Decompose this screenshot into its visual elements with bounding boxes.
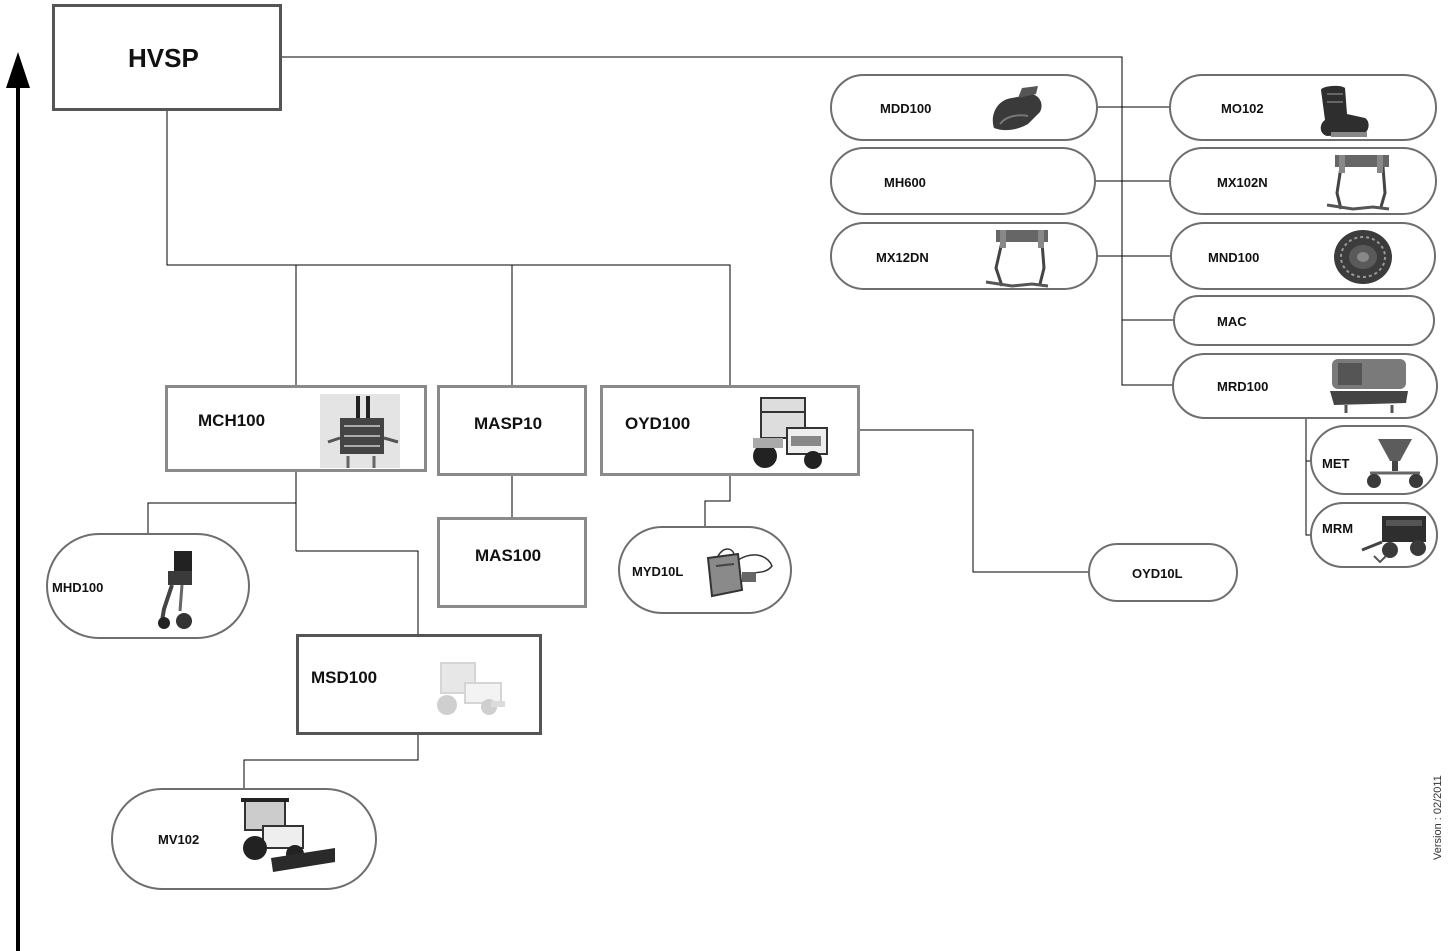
hvsp-box: HVSP [52, 4, 282, 111]
mnd100-label: MND100 [1208, 250, 1260, 265]
node-mdd100: MDD100 [830, 74, 1098, 141]
node-mrm: MRM [1310, 502, 1438, 568]
mrd100-label: MRD100 [1217, 379, 1269, 394]
snow-blade-vehicle-icon [241, 798, 335, 872]
msd100-label: MSD100 [311, 668, 378, 687]
mac-label: MAC [1217, 314, 1247, 329]
node-myd10l: MYD10L [618, 526, 792, 614]
masp10-label: MASP10 [474, 414, 543, 433]
cab-vehicle-icon [753, 397, 828, 469]
rear-mount-icon [1330, 359, 1408, 413]
mv102-label: MV102 [158, 832, 200, 847]
vehicle-faded-icon [437, 662, 505, 715]
node-msd100: MSD100 [296, 634, 542, 735]
spreader-icon [1367, 439, 1423, 488]
mch100-label: MCH100 [198, 411, 266, 430]
mo102-label: MO102 [1221, 101, 1264, 116]
node-mrd100: MRD100 [1172, 353, 1438, 419]
mas100-label: MAS100 [475, 546, 542, 565]
hvsp-label: HVSP [128, 43, 199, 73]
node-met: MET [1310, 425, 1438, 495]
node-oyd100: OYD100 [600, 385, 860, 476]
mx12dn-label: MX12DN [876, 250, 929, 265]
node-masp10: MASP10 [437, 385, 587, 476]
mdd100-label: MDD100 [880, 101, 932, 116]
node-mac: MAC [1173, 295, 1435, 346]
node-mnd100: MND100 [1170, 222, 1436, 290]
mx102n-label: MX102N [1217, 175, 1268, 190]
node-mx12dn: MX12DN [830, 222, 1098, 290]
node-oyd10l: OYD10L [1088, 543, 1238, 602]
myd10l-label: MYD10L [632, 564, 684, 579]
oyd10l-label: OYD10L [1132, 566, 1183, 581]
node-mas100: MAS100 [437, 517, 587, 608]
node-mhd100: MHD100 [46, 533, 250, 639]
node-mx102n: MX102N [1169, 147, 1437, 215]
version-label: Version : 02/2011 [1432, 775, 1444, 860]
pump-unit-icon [706, 548, 773, 598]
node-mv102: MV102 [111, 788, 377, 890]
met-label: MET [1322, 456, 1350, 471]
vertical-arrow [6, 52, 30, 951]
node-mo102: MO102 [1169, 74, 1437, 141]
seat-icon [1320, 85, 1369, 137]
lift-frame-icon [1326, 155, 1390, 211]
lift-frame-icon [985, 230, 1049, 288]
node-mh600: MH600 [830, 147, 1096, 215]
mh600-label: MH600 [884, 175, 926, 190]
snow-chain-icon [1334, 230, 1392, 284]
oyd100-label: OYD100 [625, 414, 691, 433]
trailer-spreader-icon [1361, 516, 1426, 564]
mhd100-label: MHD100 [52, 580, 104, 595]
node-mch100: MCH100 [165, 385, 427, 472]
front-lift-icon [158, 551, 192, 629]
hydraulic-valve-icon [320, 394, 400, 468]
seat-cover-icon [992, 86, 1042, 131]
mrm-label: MRM [1322, 521, 1354, 536]
